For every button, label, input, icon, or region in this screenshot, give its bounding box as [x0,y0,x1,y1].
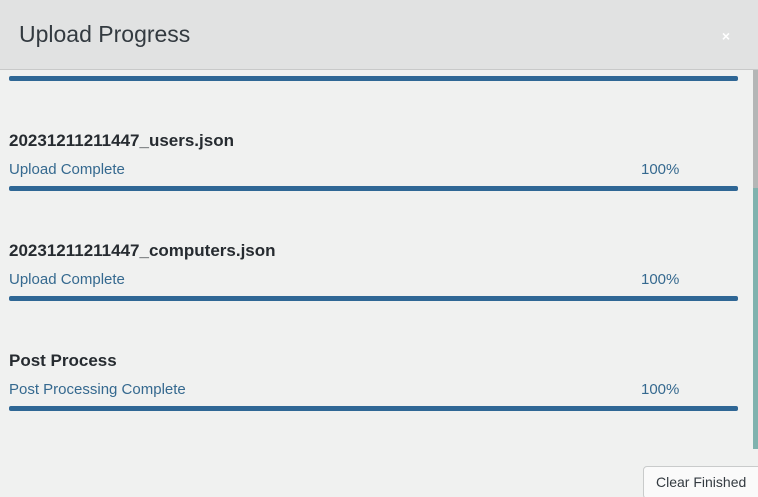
upload-item-title: Post Process [9,351,117,370]
upload-list[interactable]: 20231211211447_users.json Upload Complet… [0,70,758,497]
close-button[interactable]: × [721,28,730,44]
scrollbar-track[interactable] [753,70,758,449]
progress-bar [9,76,738,81]
progress-bar [9,406,738,411]
scrollbar-thumb[interactable] [753,70,758,188]
upload-item-title: 20231211211447_users.json [9,131,234,150]
progress-bar [9,186,738,191]
dialog-header: Upload Progress × [0,0,758,70]
upload-item-title: 20231211211447_computers.json [9,241,276,260]
dialog-title: Upload Progress [19,21,191,47]
upload-item-percent: 100% [641,381,680,398]
upload-item-status: Upload Complete [9,271,125,288]
upload-item-status: Post Processing Complete [9,381,186,398]
upload-item-status: Upload Complete [9,161,125,178]
progress-bar [9,296,738,301]
clear-finished-button[interactable]: Clear Finished [643,466,758,497]
upload-item-percent: 100% [641,271,680,288]
upload-item-percent: 100% [641,161,680,178]
